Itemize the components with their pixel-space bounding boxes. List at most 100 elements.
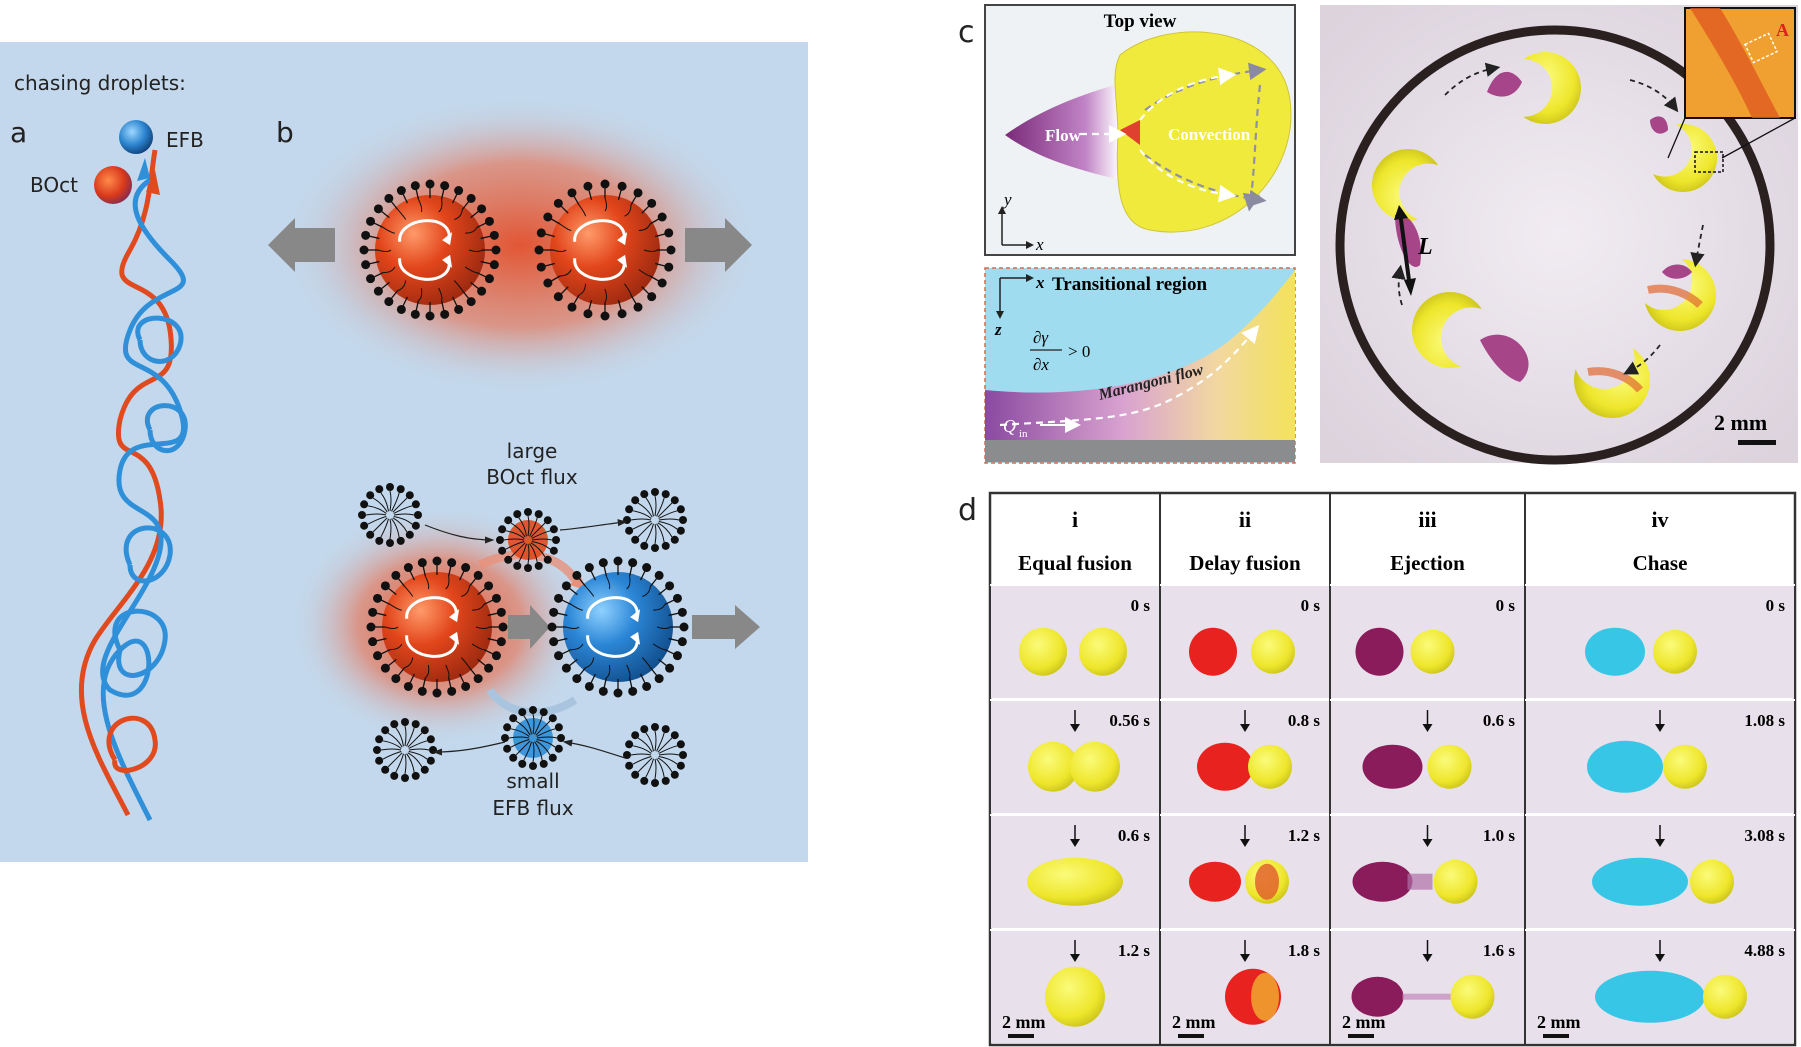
- efb-flux-arc: [486, 687, 578, 717]
- photo-cell: [991, 930, 1159, 1043]
- scale-label-d: 2 mm: [1342, 1012, 1386, 1032]
- time-stamp: 0.8 s: [1288, 711, 1321, 730]
- photo-cell: [1526, 930, 1794, 1043]
- column-title: Delay fusion: [1189, 551, 1301, 575]
- scale-bar-d: [1178, 1034, 1204, 1038]
- gradient-denominator: ∂x: [1033, 355, 1049, 374]
- micelle: [501, 706, 565, 770]
- time-stamp: 3.08 s: [1744, 826, 1785, 845]
- photo-cell: [991, 815, 1159, 928]
- yellow-droplet: [1653, 124, 1717, 192]
- q-in-subscript: in: [1019, 428, 1028, 440]
- top-view-diagram: Top view Flow Convection y x: [984, 4, 1296, 256]
- efb-droplet: [119, 120, 153, 154]
- large-flux-line2: BOct flux: [486, 465, 578, 489]
- photo-cell: [1331, 815, 1524, 928]
- convection-label: Convection: [1168, 125, 1251, 144]
- yellow-droplet: [1523, 52, 1582, 125]
- column-numeral: i: [1072, 507, 1078, 532]
- scale-label-d: 2 mm: [1537, 1012, 1581, 1032]
- efb-loop-2: [123, 525, 173, 584]
- photo-cell: [991, 700, 1159, 813]
- right-arrow: [685, 218, 752, 272]
- photo-cell: [1526, 815, 1794, 928]
- surfactant-shell: [534, 179, 676, 321]
- time-stamp: 1.6 s: [1483, 941, 1516, 960]
- micelle: [623, 723, 687, 787]
- transitional-region-diagram: x Transitional region z ∂γ ∂x > 0 Marang…: [984, 267, 1296, 464]
- panel-a-letter: a: [10, 116, 27, 149]
- efb-droplet-bottom: [563, 572, 673, 682]
- yellow-droplet: [1644, 259, 1716, 331]
- photo-cell: [1526, 585, 1794, 698]
- efb-trajectory: [100, 177, 187, 822]
- photo-cell: [1331, 700, 1524, 813]
- purple-dye: [1395, 214, 1421, 267]
- column-numeral: ii: [1239, 507, 1251, 532]
- panel-d-letter: d: [958, 493, 977, 528]
- column-numeral: iii: [1418, 507, 1436, 532]
- scale-label-d: 2 mm: [1172, 1012, 1216, 1032]
- surfactant-shell: [359, 179, 501, 321]
- surfactant-shell: [366, 556, 508, 698]
- boct-label: BOct: [30, 173, 78, 197]
- purple-dye: [1662, 264, 1692, 279]
- photo-cell: [1331, 930, 1524, 1043]
- surfactant-shells: [359, 179, 689, 698]
- flow-tongue: [1005, 85, 1120, 180]
- boct-arrowhead: [146, 170, 160, 195]
- photo-cell: [1161, 815, 1329, 928]
- marangoni-label: Marangoni flow: [1096, 361, 1205, 404]
- circular-track-photo: L A 2 mm: [1320, 5, 1798, 465]
- small-flux-line1: small: [506, 769, 559, 793]
- photo-cell: [1161, 585, 1329, 698]
- time-stamp: 4.88 s: [1744, 941, 1785, 960]
- droplet-top-right: [550, 195, 660, 305]
- top-view-title: Top view: [1104, 11, 1177, 32]
- column-title: Chase: [1633, 551, 1688, 575]
- scale-label-d: 2 mm: [1002, 1012, 1046, 1032]
- time-stamp: 0 s: [1766, 596, 1786, 615]
- time-stamp: 1.08 s: [1744, 711, 1785, 730]
- time-stamp: 1.8 s: [1288, 941, 1321, 960]
- time-stamp: 0.6 s: [1483, 711, 1516, 730]
- time-stamp: 0.6 s: [1118, 826, 1151, 845]
- micelles: [358, 483, 687, 787]
- efb-loop-1: [112, 608, 168, 678]
- micelle: [496, 508, 560, 572]
- photo-cell: [1161, 700, 1329, 813]
- scale-bar-d: [1543, 1034, 1569, 1038]
- efb-arrowhead: [137, 158, 150, 181]
- photo-cell: [1526, 700, 1794, 813]
- boct-glow-top: [280, 95, 760, 395]
- time-stamp: 1.2 s: [1288, 826, 1321, 845]
- column-numeral: iv: [1651, 507, 1668, 532]
- droplet-top-left: [375, 195, 485, 305]
- boct-trajectory: [78, 149, 174, 817]
- length-label: L: [1417, 234, 1433, 260]
- photo-cell: [991, 585, 1159, 698]
- axis-y-label: y: [1002, 190, 1012, 209]
- transitional-title: Transitional region: [1052, 274, 1207, 295]
- column-title: Equal fusion: [1018, 551, 1132, 575]
- q-in-label: Q: [1003, 416, 1016, 436]
- left-arrow: [268, 218, 335, 272]
- time-stamp: 0 s: [1301, 596, 1321, 615]
- scale-label-c: 2 mm: [1714, 410, 1767, 435]
- micelle: [373, 718, 437, 782]
- middle-arrow: [508, 605, 550, 649]
- gradient-relation: > 0: [1068, 342, 1090, 361]
- surfactant-shell: [547, 556, 689, 698]
- scale-bar-d: [1348, 1034, 1374, 1038]
- axis-x-label-2: x: [1035, 273, 1045, 292]
- trajectory-paths: [78, 149, 188, 822]
- column-title: Ejection: [1390, 551, 1465, 575]
- purple-dye: [1480, 334, 1529, 382]
- time-stamp: 1.2 s: [1118, 941, 1151, 960]
- efb-label: EFB: [166, 128, 204, 152]
- inset-label: A: [1776, 20, 1789, 40]
- panel-c-letter: c: [958, 15, 975, 50]
- time-stamp: 0.56 s: [1109, 711, 1150, 730]
